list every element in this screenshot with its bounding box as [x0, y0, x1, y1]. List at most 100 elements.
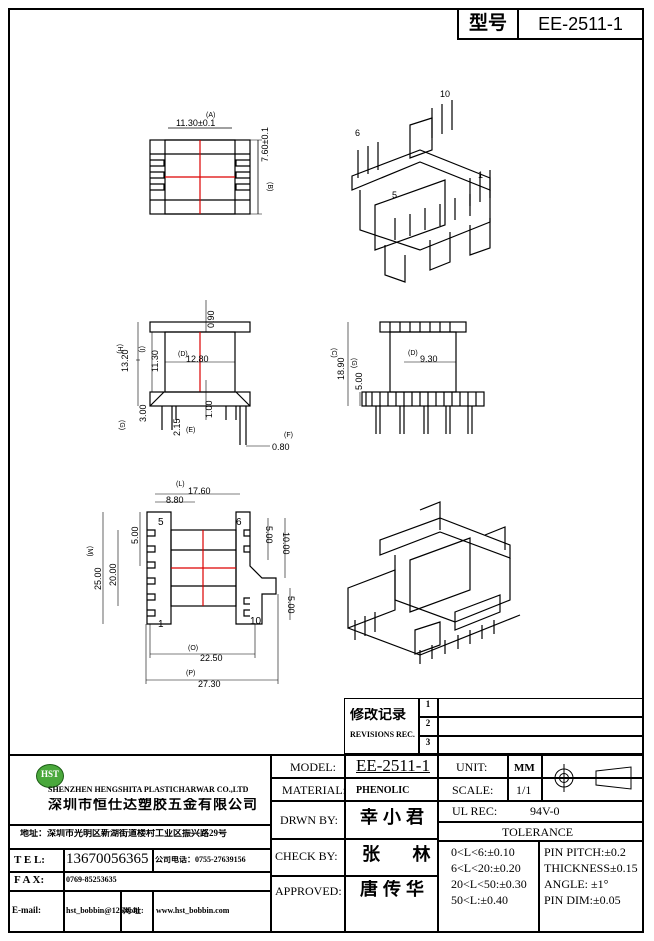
top-tag-a: (A) [206, 112, 215, 119]
tel-value: 13670056365 [66, 851, 149, 867]
bottom-pin1: 1 [158, 619, 164, 630]
front-dim-215: 2.15 [172, 418, 182, 436]
fax-value: 0769-85253635 [66, 876, 117, 884]
approved-value: 唐传华 [360, 880, 429, 899]
top-dim-a: 11.30±0.1 [176, 118, 215, 128]
iso-pin6: 6 [355, 128, 360, 138]
engineering-drawing: 11.30±0.1 (A) 7.60±0.1 (B) 6 10 5 1 [86, 89, 521, 689]
tol-line-2: 6<L<20:±0.20 [451, 862, 521, 875]
front-tag-d: (D) [178, 351, 188, 358]
tol-line-4: 50<L:±0.40 [451, 894, 509, 907]
isometric-view-bottom [347, 501, 521, 664]
pin-line-2: THICKNESS±0.15 [544, 862, 638, 875]
fax-label: F A X: [14, 874, 45, 886]
web-value: www.hst_bobbin.com [156, 907, 230, 915]
iso-pin10: 10 [440, 89, 450, 99]
ul-label: UL REC: [452, 805, 498, 818]
top-view [149, 127, 262, 215]
front-dim-h: 13.20 [120, 349, 130, 372]
top-tag-b: (B) [266, 182, 273, 191]
revision-mark-3: 3 [425, 738, 431, 747]
bottom-dim-o: 22.50 [200, 653, 223, 663]
side-dim-c: 18.90 [336, 357, 346, 380]
bottom-dim-5b: 5.00 [264, 526, 274, 544]
bottom-dim-880: 8.80 [166, 495, 184, 505]
scale-label: SCALE: [452, 784, 494, 797]
side-dim-d: 9.30 [420, 354, 438, 364]
tolerance-label: TOLERANCE [502, 826, 574, 839]
revisions-title-en: REVISIONS REC. [350, 731, 415, 739]
revisions-box [344, 698, 644, 754]
front-dim-pin: 0.80 [272, 442, 290, 452]
office-tel: 公司电话：0755-27639156 [155, 856, 246, 864]
bottom-tag-p: (P) [186, 670, 195, 677]
check-value: 张 林 [362, 845, 445, 864]
email-value: hst_bobbin@126.com [66, 907, 140, 915]
pin-line-4: PIN DIM:±0.05 [544, 894, 621, 907]
tol-line-1: 0<L<6:±0.10 [451, 846, 515, 859]
front-view [136, 300, 251, 445]
company-address: 地址：深圳市光明区新湖街道楼村工业区振兴路29号 [20, 829, 228, 838]
front-tag-f: (F) [284, 432, 293, 439]
unit-value: MM [514, 762, 535, 774]
bottom-dim-10: 10.00 [281, 532, 291, 555]
front-dim-mid: 1.00 [204, 400, 214, 418]
front-dim-d: 12.80 [186, 354, 209, 364]
side-view [347, 321, 485, 434]
bottom-tag-m: (M) [86, 546, 93, 557]
revision-mark-2: 2 [425, 719, 431, 728]
front-tag-e: (E) [186, 427, 195, 434]
bottom-dim-20: 20.00 [108, 563, 118, 586]
tel-label: T E L: [14, 854, 45, 866]
projection-symbol-icon [550, 764, 632, 792]
side-dim-g: 5.00 [354, 372, 364, 390]
bottom-tag-o: (O) [188, 645, 198, 652]
company-logo [36, 764, 64, 788]
model-header-cell: EE-2511-1 [517, 8, 644, 40]
side-tag-c: (C) [330, 348, 337, 358]
isometric-view-top [351, 100, 491, 283]
model-value: EE-2511-1 [356, 757, 430, 775]
front-tag-i: (I) [138, 346, 145, 353]
front-dim-top: 0.90 [206, 310, 216, 328]
material-label: MATERIAL: [282, 784, 346, 797]
material-value: PHENOLIC [356, 785, 410, 796]
ul-value: 94V-0 [530, 805, 560, 818]
top-dim-b: 7.60±0.1 [260, 127, 270, 162]
bottom-pin10: 10 [250, 616, 262, 627]
email-label: E-mail: [12, 906, 41, 915]
revision-mark-1: 1 [425, 700, 431, 709]
bottom-dim-p: 27.30 [198, 679, 221, 689]
pin-line-3: ANGLE: ±1° [544, 878, 609, 891]
approved-label: APPROVED: [275, 885, 342, 898]
front-tag-g: (G) [118, 420, 125, 430]
bottom-dim-5a: 5.00 [130, 526, 140, 544]
side-tag-g: (G) [350, 358, 357, 368]
revisions-title-cn: 修改记录 [350, 708, 406, 723]
iso-pin1: 1 [478, 170, 483, 180]
company-name-en: SHENZHEN HENGSHITA PLASTICHARWAR CO.,LTD [48, 786, 249, 794]
check-label: CHECK BY: [275, 850, 338, 863]
bottom-tag-l: (L) [176, 481, 185, 488]
bottom-pin6: 6 [236, 517, 242, 528]
company-logo-text: HST [40, 770, 59, 779]
drawn-label: DRWN BY: [280, 814, 338, 827]
front-dim-i: 11.30 [150, 350, 160, 372]
bottom-view [102, 493, 291, 684]
drawn-value: 幸小君 [360, 808, 429, 827]
company-name-cn: 深圳市恒仕达塑胶五金有限公司 [48, 798, 258, 813]
model-label: MODEL: [290, 761, 336, 774]
side-tag-d: (D) [408, 350, 418, 357]
title-block [8, 754, 644, 933]
bottom-dim-5c: 5.00 [286, 596, 296, 614]
web-label: 网 址: [123, 907, 144, 915]
unit-label: UNIT: [456, 761, 488, 774]
front-tag-h: (H) [116, 344, 123, 354]
front-dim-g: 3.00 [138, 404, 148, 422]
bottom-pin5: 5 [158, 517, 164, 528]
pin-line-1: PIN PITCH:±0.2 [544, 846, 626, 859]
tol-line-3: 20<L<50:±0.30 [451, 878, 527, 891]
bottom-dim-l: 17.60 [188, 486, 211, 496]
iso-pin5: 5 [392, 190, 397, 200]
bottom-dim-m: 25.00 [93, 567, 103, 590]
